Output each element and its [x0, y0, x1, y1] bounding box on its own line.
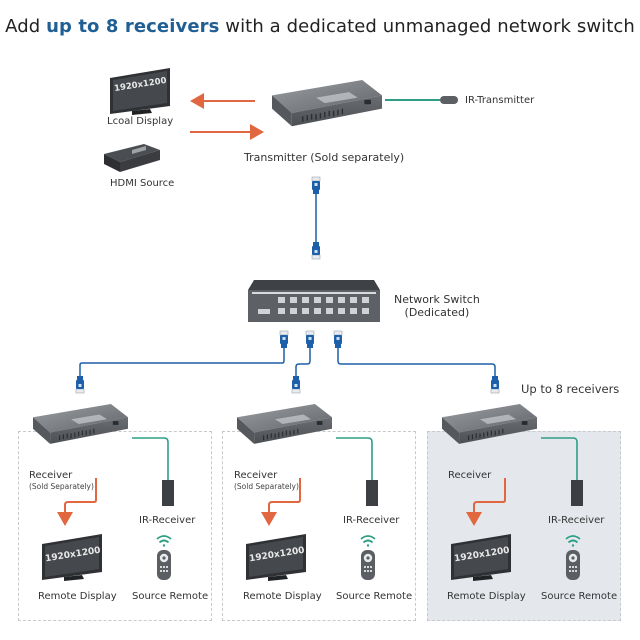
local-display-label: Lcoal Display [107, 116, 174, 127]
source-remote-label-2: Source Remote [336, 591, 413, 602]
network-switch-label-line1: Network Switch [394, 293, 480, 306]
ir-transmitter-label: IR-Transmitter [465, 95, 535, 106]
hdmi-source-label: HDMI Source [110, 178, 175, 189]
receiver-group-2 [236, 403, 378, 581]
remote-display-label-2: Remote Display [243, 591, 322, 602]
remote-display-label-3: Remote Display [447, 591, 526, 602]
transmitter-device [271, 79, 383, 127]
receiver-panel-2 [222, 431, 416, 621]
receiver-label-1: Receiver [29, 470, 73, 481]
source-remote-label-1: Source Remote [132, 591, 209, 602]
hdmi-source-device [104, 144, 160, 172]
receivers-note: Up to 8 receivers [521, 382, 620, 396]
title-prefix: Add [5, 16, 47, 37]
receiver-sublabel-2: (Sold Separately) [234, 482, 299, 491]
ir-receiver-label-2: IR-Receiver [343, 515, 400, 526]
ethernet-cable-receiver-2 [291, 330, 315, 394]
network-switch-label: Network Switch (Dedicated) [394, 293, 480, 319]
receiver-panel-1 [18, 431, 212, 621]
network-switch-device [248, 280, 380, 322]
receiver-sublabel-1: (Sold Separately) [29, 482, 94, 491]
receiver-panel-3 [427, 431, 621, 621]
ir-receiver-label-1: IR-Receiver [139, 515, 196, 526]
source-remote-label-3: Source Remote [541, 591, 618, 602]
transmitter-label: Transmitter (Sold separately) [244, 151, 405, 164]
ethernet-cable-receiver-3 [333, 330, 500, 394]
remote-display-label-1: Remote Display [38, 591, 117, 602]
network-switch-label-line2: (Dedicated) [404, 306, 470, 319]
receiver-group-3 [441, 403, 583, 581]
title-suffix: with a dedicated unmanaged network switc… [219, 16, 635, 37]
receiver-label-3: Receiver [448, 470, 492, 481]
title-highlight: up to 8 receivers [46, 16, 220, 37]
ir-transmitter-icon [440, 96, 458, 104]
receiver-label-2: Receiver [234, 470, 278, 481]
diagram-title: Add up to 8 receivers with a dedicated u… [0, 16, 640, 37]
ir-receiver-label-3: IR-Receiver [548, 515, 605, 526]
ethernet-cable-uplink [311, 176, 321, 260]
ethernet-cable-receiver-1 [75, 330, 289, 394]
receiver-group-1 [32, 403, 174, 581]
